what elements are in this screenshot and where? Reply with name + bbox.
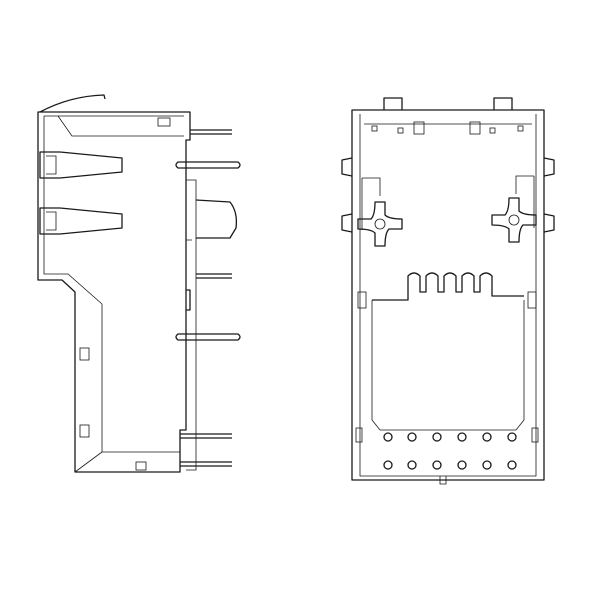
top-view — [341, 97, 555, 485]
top-tab-left — [383, 97, 403, 110]
pin-hole — [432, 460, 442, 470]
latch-window — [157, 117, 171, 127]
bottom-notch — [439, 476, 447, 485]
mounting-post-left — [357, 201, 403, 247]
window-2 — [79, 424, 90, 438]
pin-hole — [383, 432, 393, 442]
housing-outline — [351, 109, 545, 481]
led-1 — [39, 151, 123, 179]
post-slot-right — [515, 175, 535, 228]
top-tab-right — [493, 97, 513, 110]
pin-hole — [432, 432, 442, 442]
window-3 — [135, 461, 147, 471]
pin-hole — [507, 460, 517, 470]
pin-hole — [407, 432, 417, 442]
pin-hole — [482, 432, 492, 442]
spring-wire — [39, 94, 106, 113]
mounting-post-right — [491, 197, 537, 243]
pin-hole — [482, 460, 492, 470]
led-2-inner — [46, 211, 57, 231]
comb — [372, 272, 524, 301]
inner-wall — [359, 114, 537, 477]
pin-holes — [383, 432, 517, 470]
housing-outline — [37, 111, 191, 473]
led-1-inner — [46, 155, 57, 175]
boss — [195, 199, 238, 239]
pin-hole — [407, 460, 417, 470]
pin-hole — [457, 432, 467, 442]
front-shield — [186, 179, 197, 471]
pins — [175, 129, 241, 467]
pin-hole — [457, 460, 467, 470]
post-slot-left — [361, 177, 381, 230]
side-view — [37, 94, 241, 473]
pin-hole — [383, 460, 393, 470]
led-2 — [39, 207, 123, 235]
inner-outline — [43, 115, 184, 473]
pin-hole — [507, 432, 517, 442]
slots — [355, 121, 539, 443]
window-1 — [79, 347, 90, 361]
side-tabs — [341, 157, 555, 233]
